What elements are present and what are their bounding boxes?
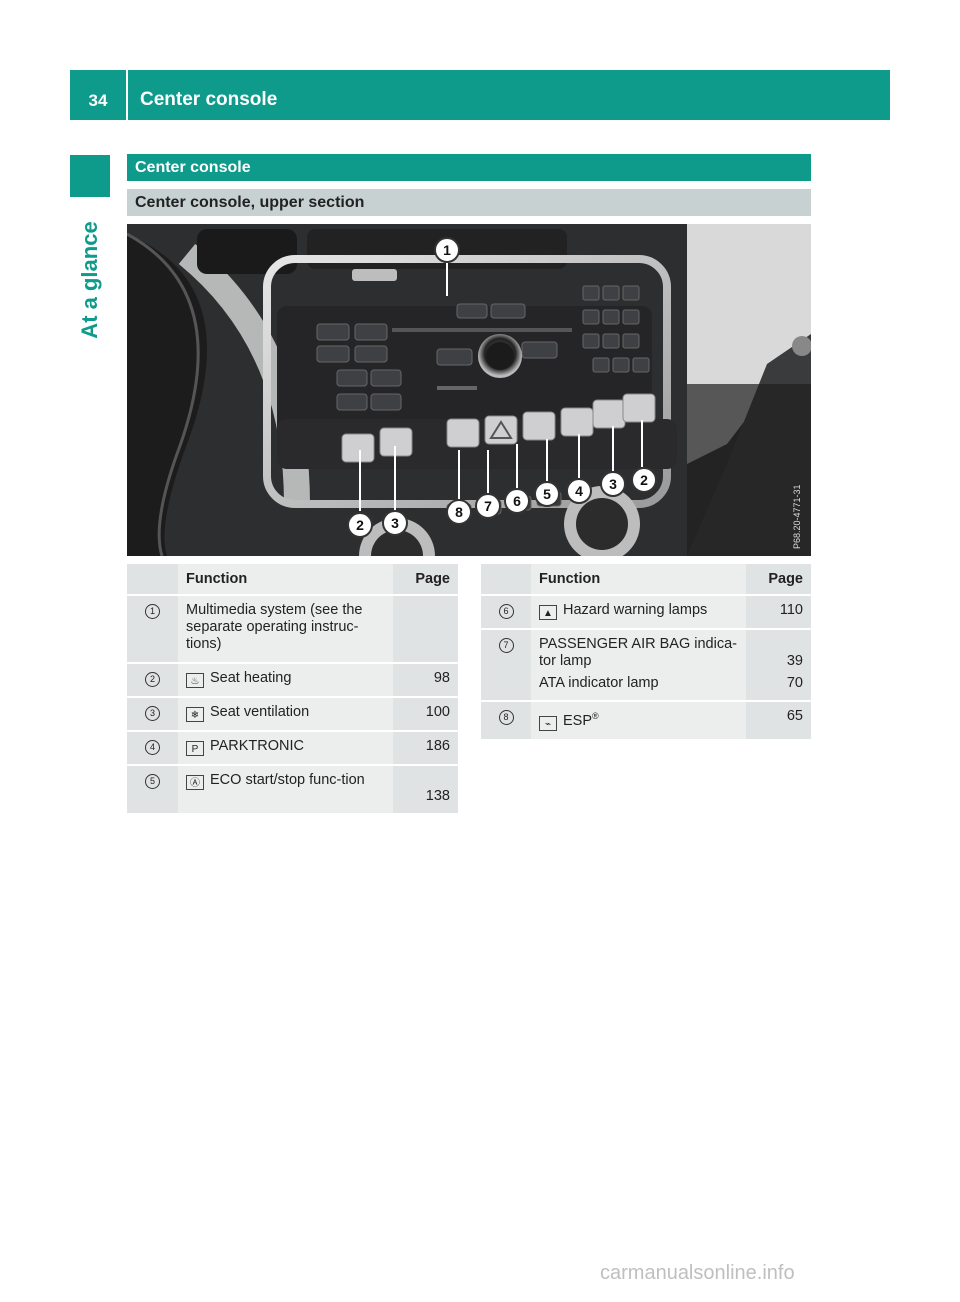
figure-ref-code: P68.20-4771-31	[792, 484, 802, 549]
console-illustration: 1 2 3 8 7 6 5	[127, 224, 811, 556]
registered-mark: ®	[592, 711, 599, 721]
page-ref-secondary: 70	[786, 675, 803, 691]
page-header: 34 Center console	[70, 70, 890, 120]
function-text: PARKTRONIC	[210, 738, 304, 754]
svg-text:1: 1	[443, 242, 451, 258]
function-header: Function	[178, 564, 393, 596]
num-header	[127, 564, 178, 596]
table-row: 1 Multimedia system (see the separate op…	[127, 594, 458, 663]
function-text: Seat ventilation	[210, 704, 310, 720]
page-ref: 39	[786, 653, 803, 669]
function-text: ECO start/stop func-tion	[210, 772, 365, 788]
item-number: 6	[498, 604, 514, 619]
esp-off-icon: ⌁	[539, 715, 557, 731]
table-header-row: Function Page	[481, 564, 811, 596]
seat-heating-icon: ♨	[186, 673, 204, 688]
page-number: 34	[88, 91, 108, 110]
chapter-tab-marker	[70, 155, 110, 197]
table-row: 5 Ⓐ ECO start/stop func-tion 138	[127, 764, 458, 813]
function-table-right: Function Page 6 ▲ Hazard warning lamps 11…	[481, 564, 811, 739]
center-console-photo: 1 2 3 8 7 6 5	[127, 224, 811, 556]
function-table-left: Function Page 1 Multimedia system (see t…	[127, 564, 458, 813]
callout-8: 8	[446, 499, 472, 525]
table-row: 4 P PARKTRONIC 186	[127, 730, 458, 765]
watermark: carmanualsonline.info	[600, 1262, 795, 1284]
num-header	[481, 564, 531, 596]
table-row: 8 ⌁ ESP® 65	[481, 700, 811, 739]
callout-6: 6	[504, 488, 530, 514]
svg-text:2: 2	[640, 472, 648, 488]
eco-start-stop-icon: Ⓐ	[186, 775, 204, 790]
function-text: PASSENGER AIR BAG indica-tor lamp	[539, 636, 737, 669]
function-text: ESP	[563, 712, 593, 729]
chapter-label: At a glance	[77, 221, 102, 339]
function-text-secondary: ATA indicator lamp	[539, 675, 659, 691]
item-number: 3	[145, 706, 160, 721]
callout-4: 4	[566, 478, 592, 504]
callout-5: 5	[534, 481, 560, 507]
page-ref: 98	[393, 662, 458, 697]
callout-2-right: 2	[631, 467, 657, 493]
function-text: Seat heating	[210, 670, 292, 686]
function-header: Function	[531, 564, 746, 596]
item-number: 7	[498, 638, 514, 653]
callout-1: 1	[434, 237, 460, 263]
hazard-warning-icon: ▲	[539, 605, 557, 620]
chapter-tab: At a glance	[70, 205, 110, 355]
page-ref: 65	[746, 700, 811, 739]
item-number: 1	[145, 604, 160, 619]
item-number: 8	[498, 710, 514, 725]
parktronic-off-icon: P	[186, 741, 204, 756]
table-row: 3 ❄ Seat ventilation 100	[127, 696, 458, 731]
svg-text:6: 6	[513, 493, 521, 509]
header-divider	[126, 70, 128, 120]
header-title: Center console	[140, 89, 278, 110]
callout-3-left: 3	[382, 510, 408, 536]
callout-3-right: 3	[600, 471, 626, 497]
table-row: 7 PASSENGER AIR BAG indica-tor lamp ATA …	[481, 628, 811, 701]
page-ref: 100	[393, 696, 458, 731]
item-number: 4	[145, 740, 160, 755]
seat-ventilation-icon: ❄	[186, 707, 204, 722]
callout-2-left: 2	[347, 512, 373, 538]
svg-text:2: 2	[356, 517, 364, 533]
page-header: Page	[746, 564, 811, 596]
svg-text:8: 8	[455, 504, 463, 520]
svg-text:5: 5	[543, 486, 551, 502]
page-ref: 186	[393, 730, 458, 765]
section-title: Center console	[127, 154, 811, 181]
svg-text:3: 3	[391, 515, 399, 531]
item-number: 5	[145, 774, 160, 789]
page-header: Page	[393, 564, 458, 596]
function-text: Hazard warning lamps	[563, 602, 708, 618]
page-ref	[393, 594, 458, 663]
subsection-title: Center console, upper section	[127, 189, 811, 216]
page-ref: 110	[746, 594, 811, 629]
callout-7: 7	[475, 493, 501, 519]
item-number: 2	[145, 672, 160, 687]
table-row: 2 ♨ Seat heating 98	[127, 662, 458, 697]
svg-text:4: 4	[575, 483, 583, 499]
svg-text:7: 7	[484, 498, 492, 514]
page-ref: 138	[393, 764, 458, 813]
svg-text:3: 3	[609, 476, 617, 492]
table-header-row: Function Page	[127, 564, 458, 596]
table-row: 6 ▲ Hazard warning lamps 110	[481, 594, 811, 629]
function-text: Multimedia system (see the separate oper…	[178, 594, 393, 663]
